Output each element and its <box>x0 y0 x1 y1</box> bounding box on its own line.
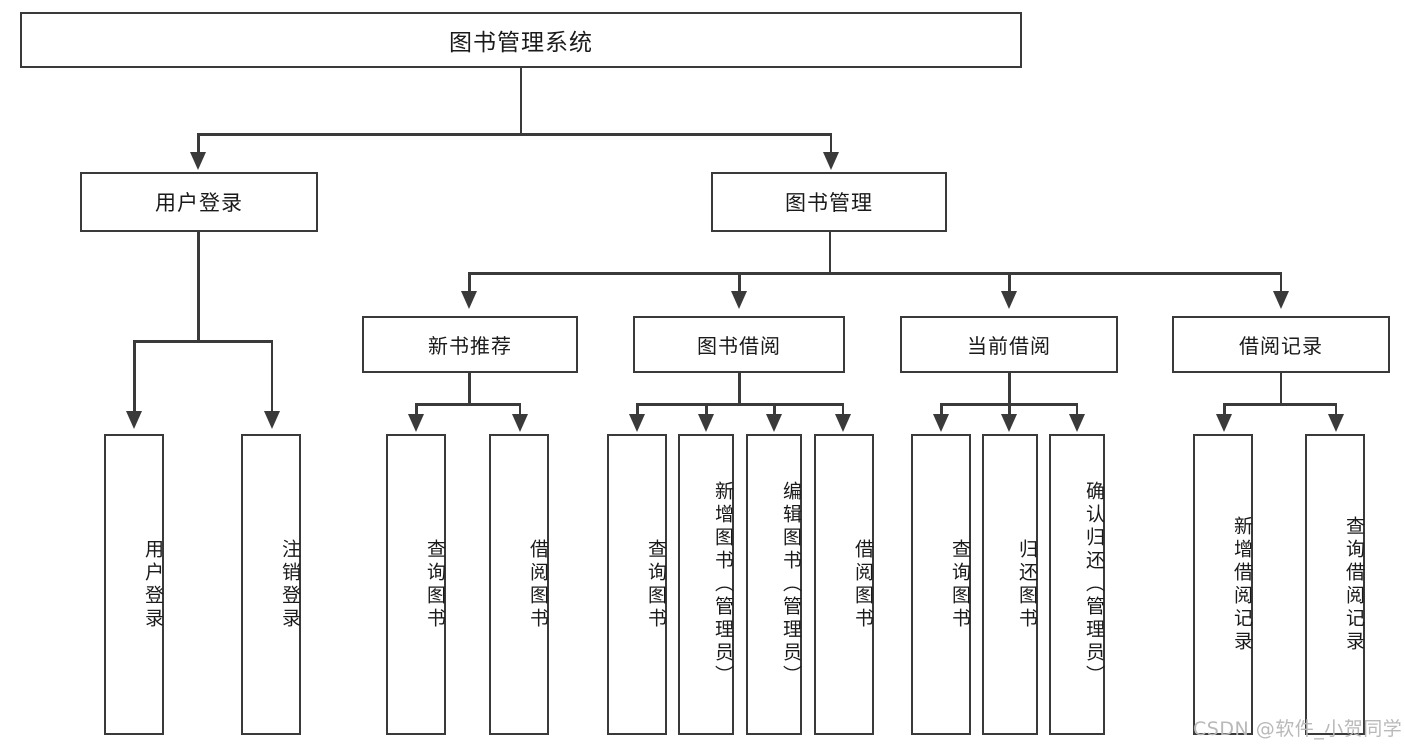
arrow-user-to-leaf1 <box>126 411 142 429</box>
leaf-new-query-book[interactable]: 查询图书 <box>386 434 446 735</box>
connector-books-to-current <box>1008 272 1011 294</box>
arrow-new-to-leaf1 <box>408 414 424 432</box>
arrow-borrow-to-leaf3 <box>766 414 782 432</box>
connector-borrow-bus <box>636 403 844 406</box>
node-label: 借阅图书 <box>527 538 549 631</box>
node-label: 图书管理 <box>785 191 873 215</box>
connector-root-bus <box>198 133 832 136</box>
connector-new-to-leaf2 <box>518 403 521 417</box>
arrow-new-to-leaf2 <box>511 414 528 432</box>
node-user-login[interactable]: 用户登录 <box>80 172 318 232</box>
connector-books-to-new <box>468 272 471 294</box>
connector-borrow-to-leaf2 <box>705 403 708 417</box>
leaf-borrow-add-book[interactable]: 新增图书（管理员） <box>678 434 734 735</box>
arrow-books-to-current <box>1001 291 1017 309</box>
connector-user-to-leaf1 <box>133 340 136 414</box>
node-label: 图书借阅 <box>697 334 781 358</box>
connector-current-to-leaf2 <box>1008 403 1011 417</box>
node-root-system[interactable]: 图书管理系统 <box>20 12 1022 68</box>
node-label: 用户登录 <box>155 191 243 215</box>
arrow-user-to-leaf2 <box>263 411 280 429</box>
node-label: 用户登录 <box>142 538 164 631</box>
node-label: 确认归还（管理员） <box>1083 481 1105 688</box>
connector-root-stem <box>519 68 522 133</box>
node-label: 新书推荐 <box>428 334 512 358</box>
node-label: 注销登录 <box>279 538 301 631</box>
leaf-borrow-edit-book[interactable]: 编辑图书（管理员） <box>746 434 802 735</box>
connector-borrow-to-leaf4 <box>841 403 844 417</box>
arrow-records-to-leaf1 <box>1216 414 1232 432</box>
node-label: 编辑图书（管理员） <box>780 481 802 688</box>
node-label: 查询图书 <box>645 538 667 631</box>
leaf-user-logout[interactable]: 注销登录 <box>241 434 301 735</box>
node-current-borrow[interactable]: 当前借阅 <box>900 316 1118 373</box>
connector-current-stem <box>1008 373 1011 405</box>
connector-new-stem <box>468 373 471 405</box>
arrow-current-to-leaf3 <box>1068 414 1085 432</box>
node-label: 新增借阅记录 <box>1231 515 1253 654</box>
leaf-user-login[interactable]: 用户登录 <box>104 434 164 735</box>
leaf-new-borrow-book[interactable]: 借阅图书 <box>489 434 549 735</box>
connector-new-bus <box>415 403 521 406</box>
connector-user-to-leaf2 <box>270 340 273 414</box>
arrow-current-to-leaf2 <box>1001 414 1017 432</box>
connector-root-to-books <box>829 133 832 155</box>
leaf-current-return-book[interactable]: 归还图书 <box>982 434 1038 735</box>
connector-borrow-to-leaf3 <box>773 403 776 417</box>
arrow-books-to-records <box>1272 291 1289 309</box>
connector-current-to-leaf1 <box>940 403 943 417</box>
connector-borrow-stem <box>738 373 741 405</box>
node-label: 归还图书 <box>1016 538 1038 631</box>
arrow-borrow-to-leaf1 <box>629 414 645 432</box>
connector-books-to-borrow <box>738 272 741 294</box>
connector-records-stem <box>1279 373 1282 405</box>
arrow-books-to-borrow <box>731 291 747 309</box>
arrow-books-to-new <box>461 291 477 309</box>
leaf-current-query-book[interactable]: 查询图书 <box>911 434 971 735</box>
arrow-records-to-leaf2 <box>1327 414 1344 432</box>
connector-records-to-leaf1 <box>1223 403 1226 417</box>
connector-records-bus <box>1223 403 1337 406</box>
arrow-borrow-to-leaf2 <box>698 414 714 432</box>
leaf-borrow-query-book[interactable]: 查询图书 <box>607 434 667 735</box>
leaf-records-query-record[interactable]: 查询借阅记录 <box>1305 434 1365 735</box>
node-book-management[interactable]: 图书管理 <box>711 172 947 232</box>
connector-new-to-leaf1 <box>415 403 418 417</box>
leaf-borrow-borrow-book[interactable]: 借阅图书 <box>814 434 874 735</box>
connector-borrow-to-leaf1 <box>636 403 639 417</box>
arrow-borrow-to-leaf4 <box>834 414 851 432</box>
leaf-records-add-record[interactable]: 新增借阅记录 <box>1193 434 1253 735</box>
connector-books-stem <box>828 232 831 274</box>
connector-books-bus <box>468 272 1282 275</box>
arrow-root-to-user <box>190 152 206 170</box>
node-label: 查询借阅记录 <box>1343 515 1365 654</box>
node-borrow-records[interactable]: 借阅记录 <box>1172 316 1390 373</box>
node-label: 当前借阅 <box>967 334 1051 358</box>
node-new-book-recommend[interactable]: 新书推荐 <box>362 316 578 373</box>
connector-user-stem <box>197 232 200 340</box>
connector-user-bus <box>133 340 271 343</box>
leaf-current-confirm-return[interactable]: 确认归还（管理员） <box>1049 434 1105 735</box>
node-label: 新增图书（管理员） <box>712 481 734 688</box>
node-book-borrow[interactable]: 图书借阅 <box>633 316 845 373</box>
node-label: 查询图书 <box>424 538 446 631</box>
node-label: 图书管理系统 <box>449 30 593 56</box>
connector-books-to-records <box>1279 272 1282 294</box>
arrow-current-to-leaf1 <box>933 414 949 432</box>
connector-current-to-leaf3 <box>1075 403 1078 417</box>
node-label: 查询图书 <box>949 538 971 631</box>
node-label: 借阅图书 <box>852 538 874 631</box>
node-label: 借阅记录 <box>1239 334 1323 358</box>
arrow-root-to-books <box>822 152 839 170</box>
connector-records-to-leaf2 <box>1334 403 1337 417</box>
connector-root-to-user <box>197 133 200 155</box>
